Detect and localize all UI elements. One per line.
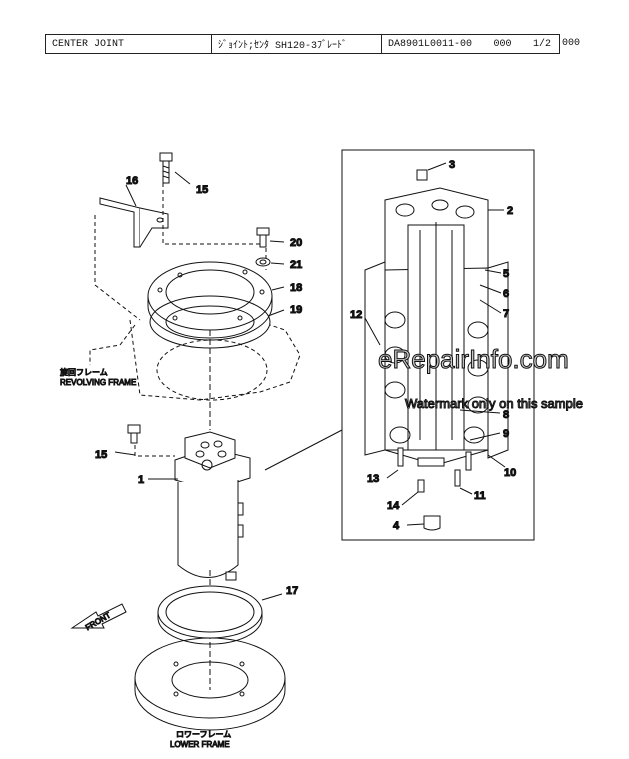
watermark-main: eRepairInfo.com (378, 344, 569, 374)
label-9: 9 (503, 428, 509, 440)
label-16: 16 (126, 175, 138, 187)
bolt-15-lower (114, 424, 175, 457)
label-7: 7 (503, 308, 509, 320)
bolt-15-top (159, 152, 191, 185)
label-6: 6 (503, 288, 509, 300)
watermark-sub: Watermark only on this sample (405, 396, 583, 411)
part-number-cell: DA8901L0011-00 000 1/2 (382, 35, 559, 53)
ring-18 (147, 261, 285, 341)
lower-frame-outline (134, 637, 286, 731)
revolving-frame-en: REVOLVING FRAME (60, 378, 136, 387)
label-11: 11 (474, 490, 486, 502)
label-21: 21 (290, 259, 302, 271)
part-code: 000 (493, 38, 512, 50)
label-8: 8 (503, 409, 509, 421)
lower-frame-en: LOWER FRAME (170, 740, 230, 749)
ring-17 (157, 585, 283, 645)
label-12: 12 (350, 309, 362, 321)
bracket-16 (99, 184, 169, 248)
label-15-top: 15 (196, 184, 208, 196)
part-title: CENTER JOINT (46, 35, 212, 53)
bolt-20 (256, 227, 285, 248)
label-3: 3 (449, 159, 455, 171)
label-17: 17 (286, 585, 298, 597)
title-block: CENTER JOINT ｼﾞｮｲﾝﾄ;ｾﾝﾀ SH120-3ﾌﾞﾚｰﾄﾞ DA… (45, 34, 560, 54)
label-18: 18 (290, 282, 302, 294)
revolving-frame-outline (89, 319, 301, 401)
lower-frame-jp: ロワーフレーム (176, 730, 231, 739)
label-19: 19 (290, 304, 302, 316)
part-title-jp: ｼﾞｮｲﾝﾄ;ｾﾝﾀ SH120-3ﾌﾞﾚｰﾄﾞ (212, 35, 382, 53)
label-10: 10 (504, 467, 516, 479)
page-number: 1/2 (532, 38, 551, 50)
label-14: 14 (387, 500, 400, 512)
label-1: 1 (138, 474, 144, 486)
label-20: 20 (290, 237, 302, 249)
label-5: 5 (503, 268, 509, 280)
label-2: 2 (507, 205, 513, 217)
center-joint-body-1 (148, 431, 251, 581)
label-15-lower: 15 (95, 449, 107, 461)
header-tail-code: 000 (562, 38, 581, 49)
washer-21 (255, 257, 285, 267)
detail-box (341, 149, 535, 541)
label-4: 4 (393, 520, 400, 532)
part-number: DA8901L0011-00 (388, 38, 473, 50)
front-arrow-icon (70, 603, 127, 629)
revolving-frame-jp: 旋回フレーム (60, 367, 108, 377)
label-13: 13 (367, 473, 379, 485)
